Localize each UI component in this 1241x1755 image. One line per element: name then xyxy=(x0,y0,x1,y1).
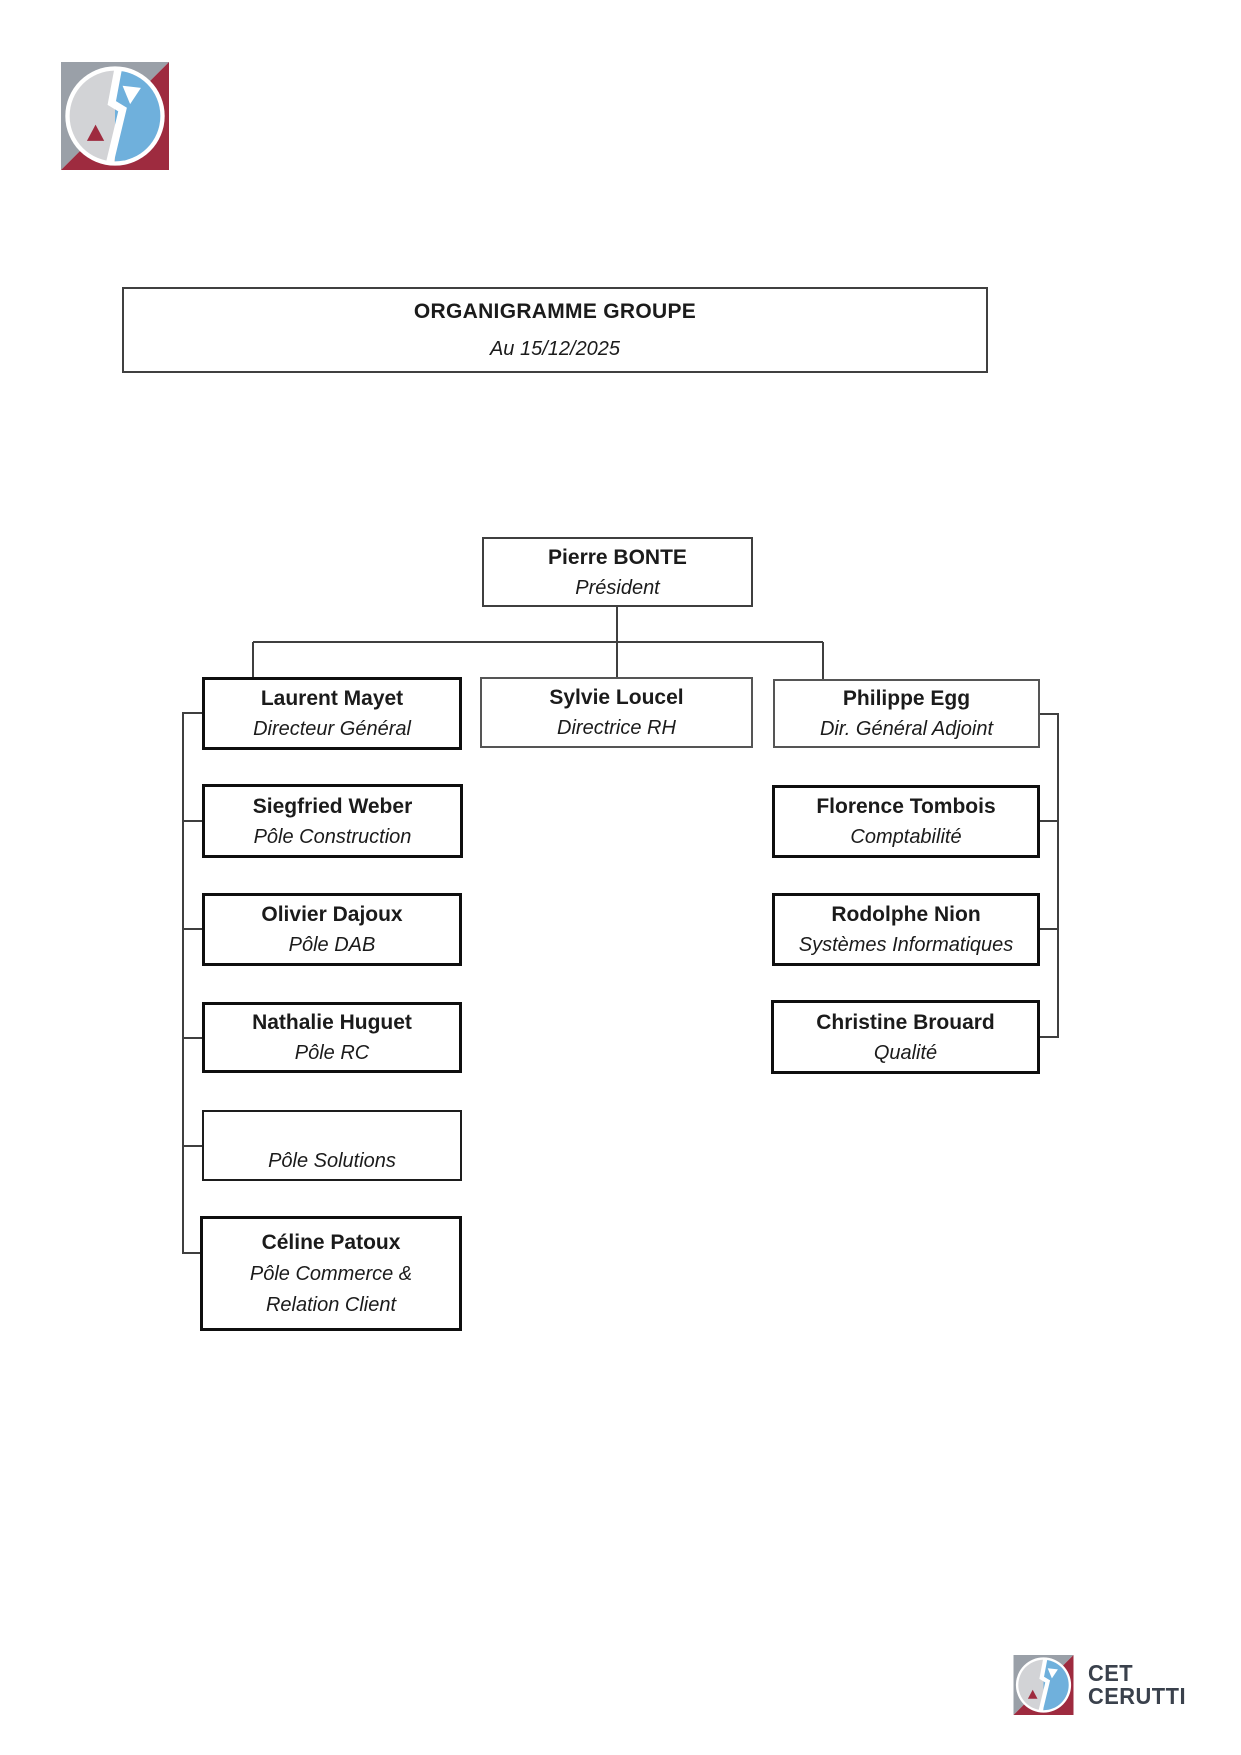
person-role: Directrice RH xyxy=(557,717,676,739)
person-name: Olivier Dajoux xyxy=(261,903,403,926)
org-node-pierre-bonte: Pierre BONTE Président xyxy=(482,537,753,607)
footer-brand-line2: CERUTTI xyxy=(1088,1683,1187,1709)
org-node-siegfried-weber: Siegfried Weber Pôle Construction xyxy=(202,784,463,858)
person-name: Pierre BONTE xyxy=(548,545,687,569)
connector-rail-left xyxy=(182,712,202,1254)
person-role-line2: Relation Client xyxy=(265,1294,397,1316)
person-role: Pôle Solutions xyxy=(268,1150,396,1172)
cet-cerutti-logo-icon xyxy=(1013,1655,1074,1715)
org-node-celine-patoux: Céline Patoux Pôle Commerce & Relation C… xyxy=(200,1216,462,1331)
org-node-florence-tombois: Florence Tombois Comptabilité xyxy=(772,785,1040,858)
person-name: Sylvie Loucel xyxy=(549,686,684,709)
person-role: Qualité xyxy=(873,1041,938,1064)
footer-brand-line1: CET xyxy=(1088,1660,1134,1686)
person-role: Systèmes Informatiques xyxy=(798,934,1014,956)
company-logo-icon xyxy=(61,62,169,170)
person-role: Pôle DAB xyxy=(288,934,376,956)
person-role: Comptabilité xyxy=(850,826,962,848)
footer-brand: CET CERUTTI xyxy=(1012,1655,1191,1715)
page-title: ORGANIGRAMME GROUPE xyxy=(413,300,697,323)
org-node-olivier-dajoux: Olivier Dajoux Pôle DAB xyxy=(202,893,462,966)
org-node-sylvie-loucel: Sylvie Loucel Directrice RH xyxy=(480,677,753,748)
person-name: Nathalie Huguet xyxy=(252,1011,412,1034)
org-node-christine-brouard: Christine Brouard Qualité xyxy=(771,1000,1040,1074)
person-name: Siegfried Weber xyxy=(252,794,413,818)
title-box: ORGANIGRAMME GROUPE Au 15/12/2025 xyxy=(122,287,988,373)
org-node-laurent-mayet: Laurent Mayet Directeur Général xyxy=(202,677,462,750)
connector-rail-right xyxy=(1040,713,1059,1038)
person-role: Pôle RC xyxy=(294,1042,370,1064)
person-name: Rodolphe Nion xyxy=(831,903,981,926)
org-node-philippe-egg: Philippe Egg Dir. Général Adjoint xyxy=(773,679,1040,748)
org-node-nathalie-huguet: Nathalie Huguet Pôle RC xyxy=(202,1002,462,1073)
org-node-rodolphe-nion: Rodolphe Nion Systèmes Informatiques xyxy=(772,893,1040,966)
person-name: Laurent Mayet xyxy=(260,687,404,710)
person-role: Dir. Général Adjoint xyxy=(819,718,994,740)
person-role: Président xyxy=(575,576,660,599)
org-node-pole-solutions: Pôle Solutions xyxy=(202,1110,462,1181)
person-name: Christine Brouard xyxy=(816,1010,995,1034)
person-role: Pôle Construction xyxy=(253,825,412,848)
document-date: Au 15/12/2025 xyxy=(489,338,621,360)
person-role: Pôle Commerce & xyxy=(249,1263,413,1285)
person-role: Directeur Général xyxy=(253,718,411,740)
person-name: Florence Tombois xyxy=(816,795,996,818)
person-name: Philippe Egg xyxy=(842,687,971,710)
person-name: Céline Patoux xyxy=(261,1231,401,1254)
